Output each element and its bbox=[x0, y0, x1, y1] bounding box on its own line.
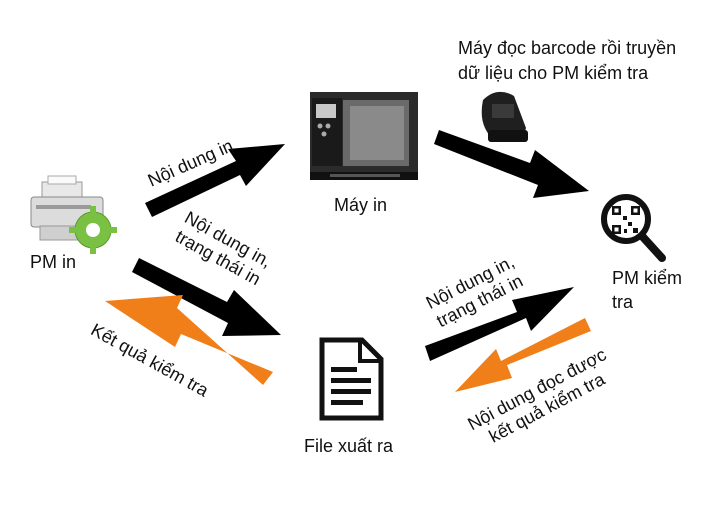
printer-gear-icon bbox=[30, 175, 117, 254]
arrow-pm-in-to-file bbox=[132, 258, 281, 336]
scanner-caption-line1: Máy đọc barcode rồi truyền bbox=[458, 38, 677, 58]
qr-magnifier-icon bbox=[601, 194, 666, 262]
arrow-printer-to-pm-check bbox=[434, 130, 589, 198]
file-label: File xuất ra bbox=[304, 436, 394, 456]
pm-check-label-line1: PM kiểm bbox=[612, 268, 683, 288]
barcode-scanner-icon bbox=[481, 91, 528, 142]
scanner-caption-line2: dữ liệu cho PM kiểm tra bbox=[458, 63, 649, 83]
pm-check-label-line2: tra bbox=[612, 292, 634, 312]
arrow-pm-check-to-file bbox=[455, 318, 591, 392]
document-icon bbox=[319, 337, 384, 421]
industrial-printer-icon bbox=[310, 92, 418, 180]
printer-label: Máy in bbox=[334, 195, 388, 215]
arrow-pm-in-to-printer bbox=[145, 144, 285, 217]
arrow-file-to-pm-in bbox=[105, 295, 273, 385]
arrow-file-to-pm-check bbox=[425, 287, 574, 361]
pm-in-label: PM in bbox=[30, 252, 77, 272]
